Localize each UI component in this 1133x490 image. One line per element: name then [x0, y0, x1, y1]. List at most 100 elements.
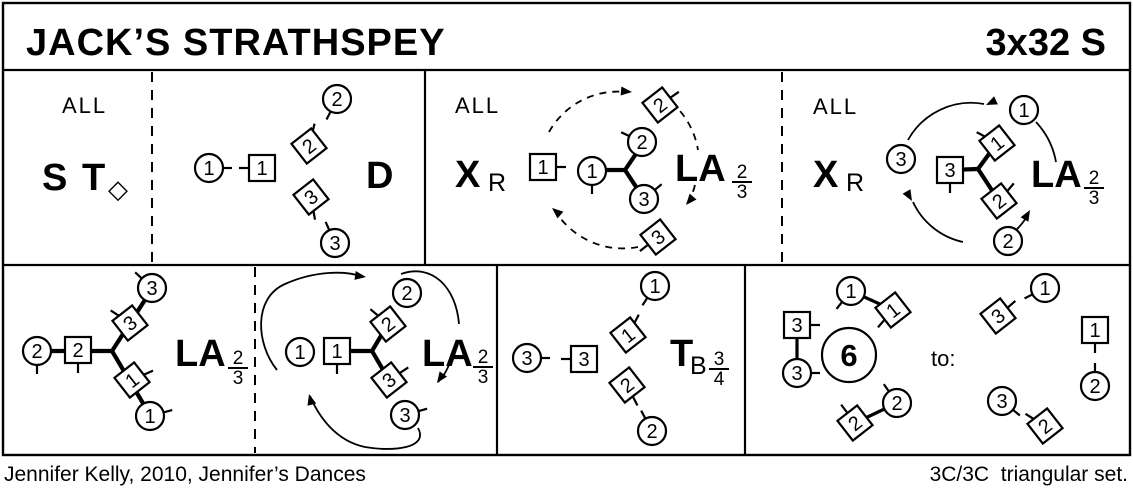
arrow-head	[986, 96, 998, 105]
dancer-man-square-2	[835, 403, 875, 443]
dancer-woman-circle-2	[21, 335, 53, 367]
credit-line: Jennifer Kelly, 2010, Jennifer’s Dances	[4, 463, 366, 486]
dancer-woman-circle-1	[639, 270, 671, 302]
figure-label: T	[82, 157, 105, 199]
dancer-number: 1	[144, 406, 155, 428]
dancer-number: 2	[646, 421, 657, 443]
dancer-man-square-1	[873, 290, 913, 330]
dancer-number: 2	[1002, 231, 1013, 253]
dancer-man-square-3	[782, 310, 812, 340]
dancer-number: 3	[521, 348, 532, 370]
fraction-numerator: 2	[1089, 168, 1100, 189]
woman-track-arc	[400, 270, 460, 325]
dancer-woman-circle-1	[134, 400, 166, 432]
dancer-number: 3	[895, 149, 906, 171]
dancer-number: 1	[1089, 320, 1100, 342]
dancer-woman-circle-3	[136, 272, 168, 304]
dancer-woman-circle-3	[781, 357, 813, 389]
dancer-man-square-3	[291, 177, 331, 217]
figure-label: X	[455, 154, 481, 196]
man-track-arc	[553, 208, 639, 250]
dancer-man-square-1	[608, 315, 648, 355]
arrow-head	[437, 371, 447, 383]
arrow-head	[686, 193, 697, 205]
dancer-number: 1	[845, 281, 856, 303]
dancer-number: 1	[1039, 278, 1050, 300]
figure-label: ◇	[108, 174, 128, 204]
dancer-number: 3	[996, 391, 1007, 413]
dancer-woman-circle-1	[1029, 272, 1061, 304]
dancer-number: 1	[203, 158, 214, 180]
figure-label: X	[813, 154, 839, 196]
fraction-denominator: 4	[714, 369, 725, 390]
figure-label: B	[690, 352, 707, 380]
fraction-numerator: 2	[737, 162, 748, 183]
figure-label: LA	[422, 333, 473, 375]
dancer-woman-circle-1	[193, 152, 225, 184]
dancer-number: 2	[31, 341, 42, 363]
arrow-head	[1020, 210, 1030, 222]
arrow-head	[354, 271, 366, 280]
figure-label: LA	[1031, 154, 1082, 196]
dancer-woman-circle-2	[636, 415, 668, 447]
dancer-man-square-3	[978, 296, 1018, 336]
dancer-man-square-1	[322, 336, 352, 366]
woman-track-arc	[912, 201, 964, 243]
figure-label: R	[488, 169, 506, 197]
dancer-number: 2	[891, 393, 902, 415]
figure-label: ALL	[813, 94, 858, 119]
dancer-man-square-2	[979, 181, 1019, 221]
figure-label: ALL	[455, 93, 500, 118]
dancer-number: 2	[401, 283, 412, 305]
dancer-man-square-2	[289, 126, 329, 166]
dancer-number: 1	[256, 158, 267, 180]
dancer-man-square-2	[63, 335, 93, 365]
dancer-number: 3	[146, 278, 157, 300]
dancer-number: 2	[72, 340, 83, 362]
dancer-woman-circle-2	[391, 277, 423, 309]
man-track-arc	[548, 90, 627, 133]
dancer-number: 3	[638, 189, 649, 211]
dancer-number: 2	[1089, 376, 1100, 398]
arrow-head	[307, 394, 317, 406]
arrow-head	[902, 189, 912, 201]
dancer-man-square-2	[640, 85, 680, 125]
dancer-woman-circle-3	[986, 385, 1018, 417]
figure-label: D	[366, 155, 393, 197]
woman-track-arc	[1035, 121, 1057, 163]
dancer-woman-circle-3	[389, 399, 421, 431]
dancer-number: 1	[331, 341, 342, 363]
dancer-man-square-2	[368, 304, 408, 344]
dancer-number: 6	[840, 338, 857, 373]
dancer-man-square-1	[528, 152, 558, 182]
dancer-number: 3	[399, 405, 410, 427]
dancer-man-square-3	[638, 217, 678, 257]
fraction-denominator: 3	[233, 368, 244, 389]
dancer-number: 2	[331, 89, 342, 111]
set-type-note: 3C/3C triangular set.	[929, 463, 1128, 486]
dancer-woman-circle-2	[321, 83, 353, 115]
dancer-number: 3	[791, 315, 802, 337]
six-hands-round-circle	[820, 326, 878, 384]
man-track-arc	[685, 184, 696, 206]
dancer-man-square-3	[935, 155, 965, 185]
dancer-number: 1	[537, 157, 548, 179]
dancer-man-square-2	[1025, 406, 1065, 446]
dancer-number: 1	[586, 161, 597, 183]
woman-track-arc	[907, 101, 985, 141]
figure-label: ALL	[62, 93, 107, 118]
dancer-number: 1	[649, 276, 660, 298]
figure-label: T	[670, 333, 693, 375]
dancer-man-square-3	[110, 303, 150, 343]
fraction-denominator: 3	[737, 182, 748, 203]
dancer-woman-circle-3	[885, 143, 917, 175]
woman-track-arc	[309, 395, 421, 450]
dancer-man-square-1	[977, 123, 1017, 163]
dancer-number: 1	[1018, 100, 1029, 122]
fraction-numerator: 2	[233, 348, 244, 369]
figure-label: LA	[675, 148, 726, 190]
figure-label: LA	[175, 333, 226, 375]
dancer-man-square-1	[247, 153, 277, 183]
dancer-man-square-2	[607, 365, 647, 405]
